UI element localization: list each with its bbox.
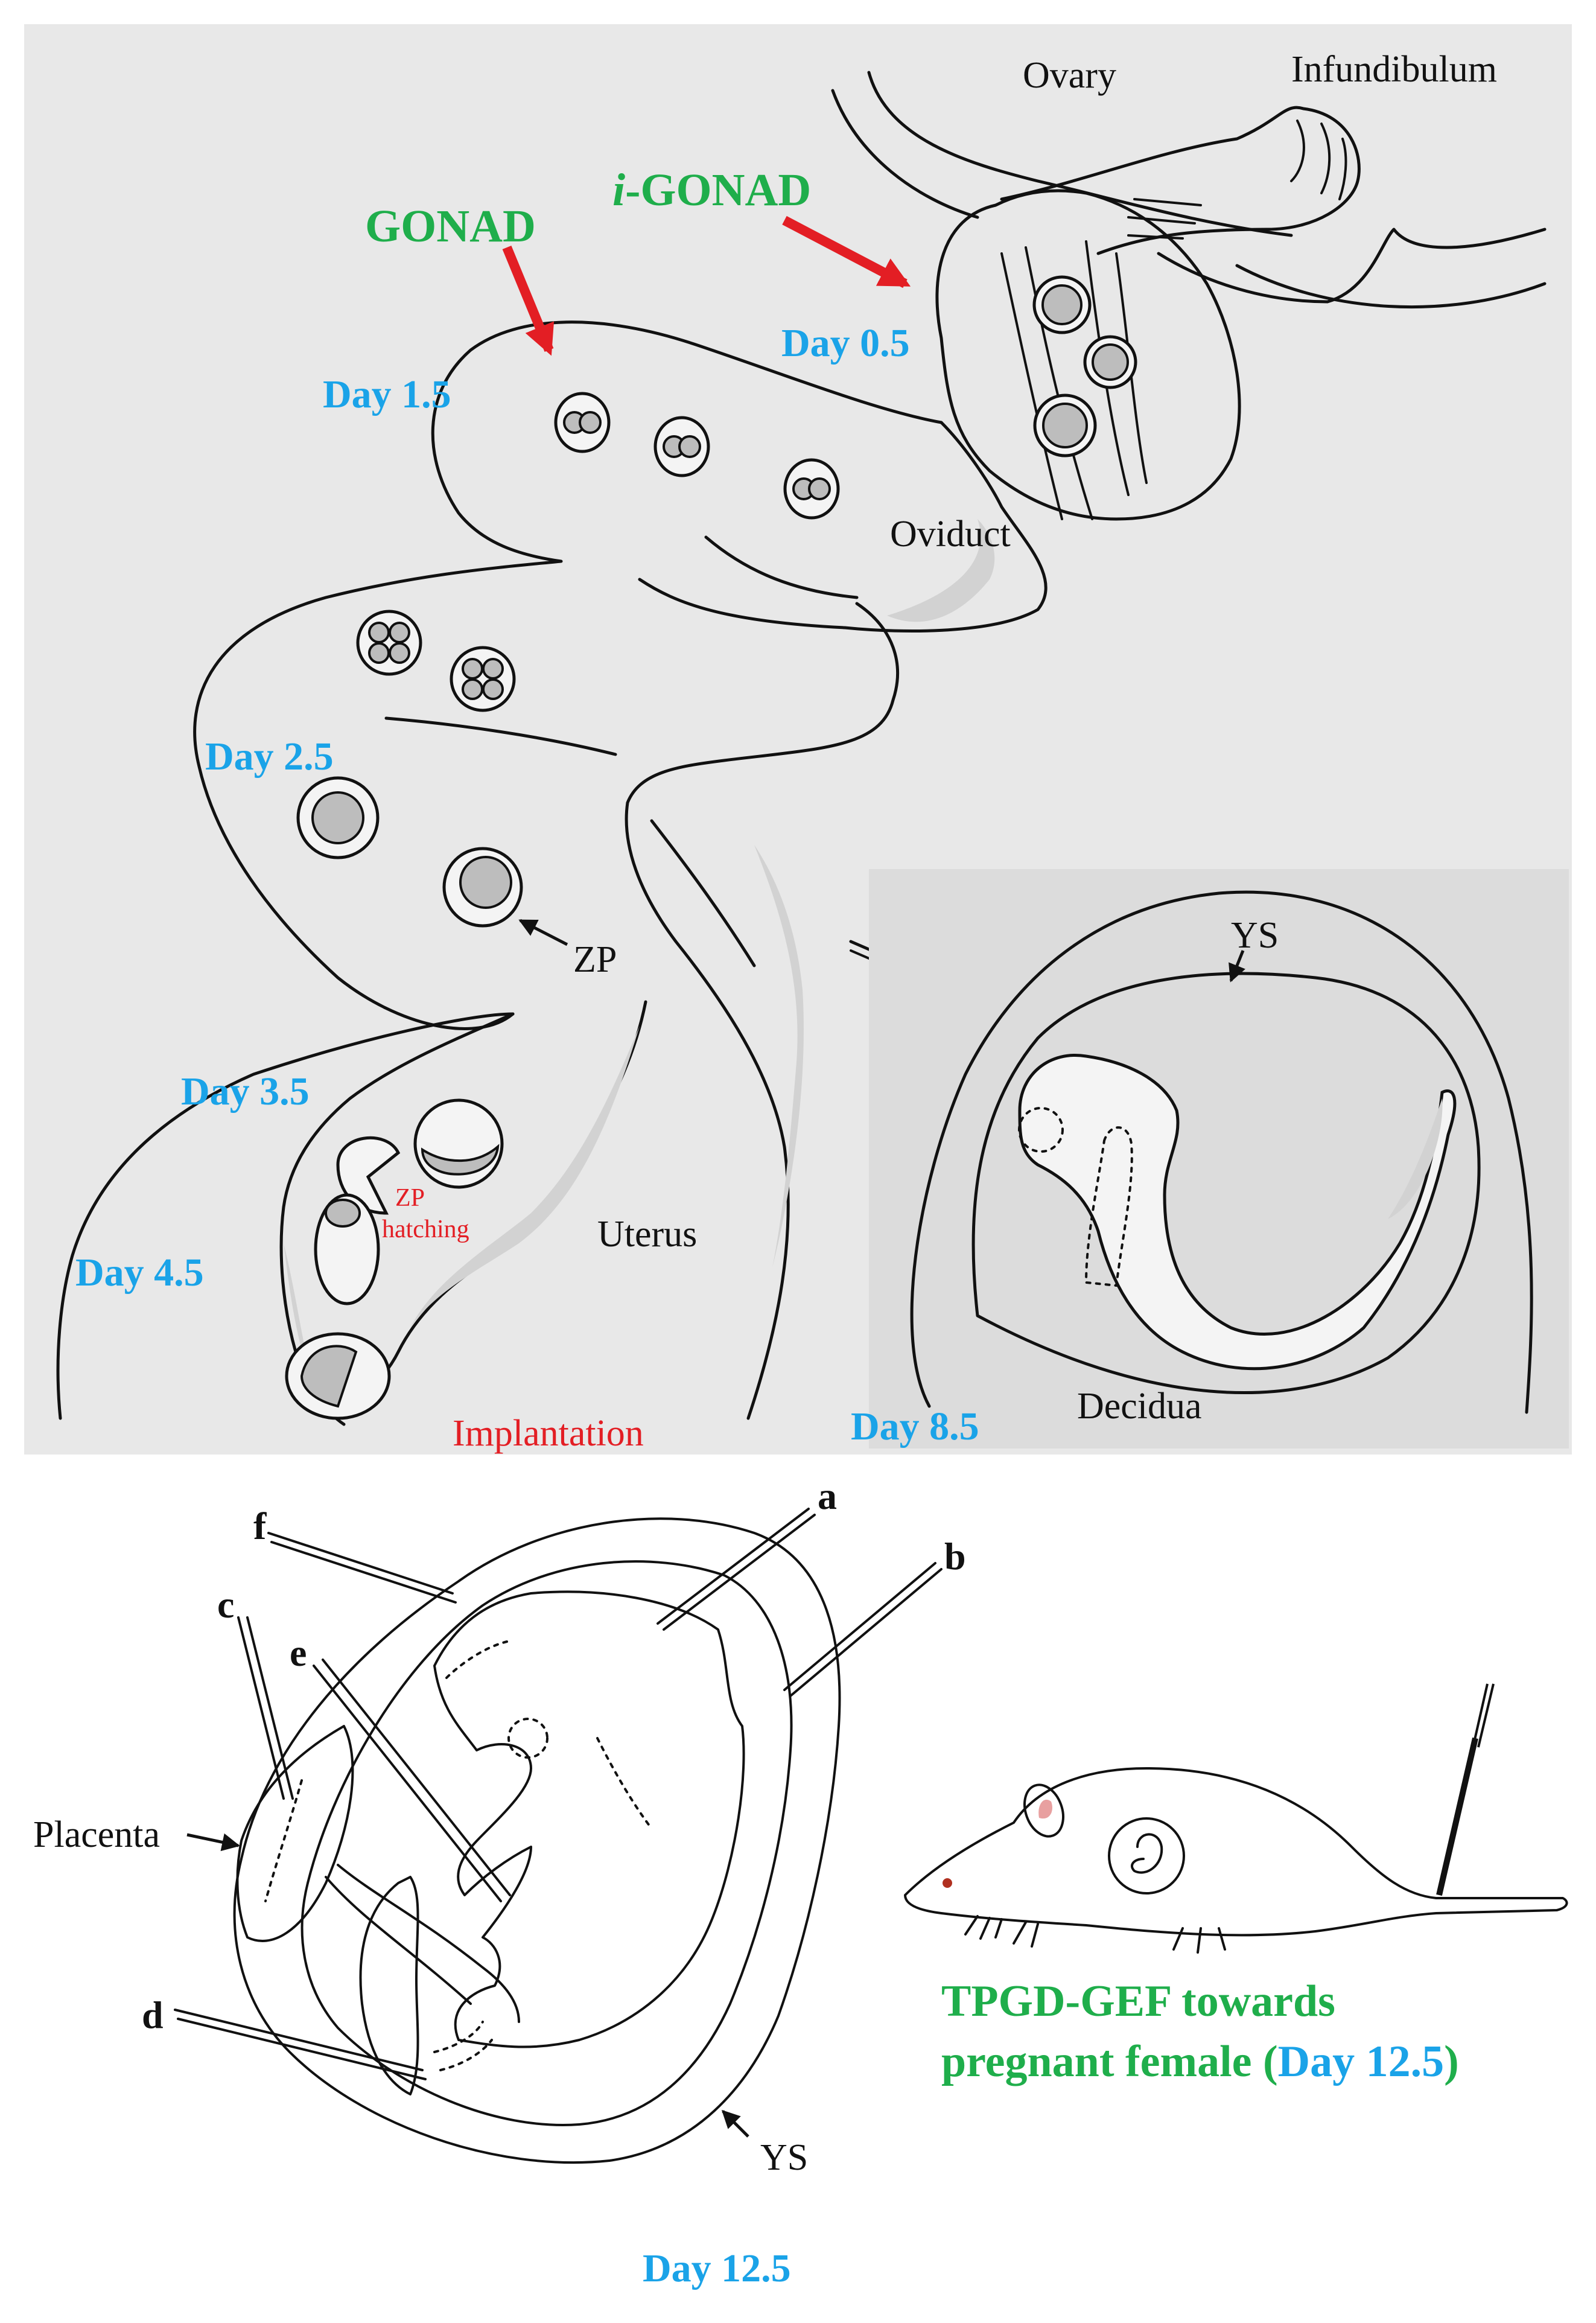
mouse-fetus [1131, 1833, 1163, 1874]
mouse-womb-circle [1108, 1817, 1185, 1894]
pointer-f-2 [270, 1541, 457, 1604]
needle [1436, 1737, 1478, 1896]
oviduct-coil [56, 320, 1048, 1426]
letter-e: e [290, 1631, 307, 1674]
yolk-sac-inner [300, 1560, 793, 2126]
caption-line2-prefix: pregnant female ( [941, 2037, 1278, 2086]
day-35-label: Day 3.5 [181, 1069, 310, 1114]
letter-b: b [944, 1535, 966, 1578]
embryo-body [433, 1590, 745, 2048]
day-85-label: Day 8.5 [851, 1404, 979, 1448]
inset-ys-arrow [1229, 950, 1245, 983]
embryo-dots-3 [433, 2021, 484, 2053]
day-25-label: Day 2.5 [205, 735, 334, 779]
mouse-drawing [904, 1683, 1568, 1954]
letter-f: f [253, 1505, 267, 1547]
mouse-ear-inner [1038, 1799, 1052, 1819]
letter-d: d [142, 1993, 164, 2036]
zp-label: ZP [573, 939, 617, 980]
embryo-dots-1 [445, 1640, 508, 1679]
placenta-shape [236, 1725, 354, 1942]
placenta-arrow [186, 1833, 240, 1852]
yolk-stalk [359, 1876, 419, 2095]
i-gonad-prefix: i [612, 165, 625, 215]
yolk-sac-outer [233, 1517, 841, 2164]
caption-line2-suffix: ) [1444, 2037, 1459, 2086]
day-45-label: Day 4.5 [75, 1251, 204, 1295]
placenta-dots [264, 1779, 303, 1902]
placenta-label: Placenta [33, 1814, 160, 1855]
uterus-label: Uterus [597, 1214, 697, 1255]
pointer-d-2 [177, 2018, 427, 2080]
i-gonad-arrow [782, 215, 911, 288]
decidua-label: Decidua [1077, 1386, 1202, 1427]
embryo-day05 [1032, 275, 1137, 457]
pointer-e-2 [322, 1659, 511, 1896]
ovary-label: Ovary [1023, 55, 1116, 96]
bottom-panel: a b c d e f Placenta YS Day 12.5 TPGD-GE… [33, 1474, 1568, 2290]
mouse-eye [943, 1878, 952, 1888]
mouse-ear [1023, 1783, 1064, 1838]
embryo-day25 [296, 610, 523, 928]
day-125-label: Day 12.5 [643, 2246, 791, 2290]
caption-line1: TPGD-GEF towards [941, 1977, 1335, 2026]
pointer-b [783, 1562, 936, 1691]
zp-hatching-label-1: ZP [395, 1184, 425, 1212]
cord-2 [325, 1876, 472, 2005]
zp-arrow [518, 919, 568, 946]
cord-1 [337, 1864, 520, 2023]
pointer-a [657, 1508, 810, 1625]
pointer-a-2 [663, 1514, 816, 1631]
infundibulum-sketch [1000, 106, 1361, 255]
pointer-e [313, 1665, 502, 1902]
oviduct-label: Oviduct [890, 514, 1011, 555]
needle-tip [1471, 1683, 1489, 1751]
inset-ys-label: YS [1231, 915, 1279, 956]
i-gonad-label: i-GONAD [612, 165, 811, 215]
caption-line2: pregnant female (Day 12.5) [941, 2037, 1459, 2086]
needle-tip-2 [1477, 1683, 1495, 1748]
pointer-c-2 [246, 1616, 294, 1800]
caption-line2-day: Day 12.5 [1278, 2037, 1444, 2086]
implantation-label: Implantation [453, 1413, 644, 1454]
pointer-d [174, 2009, 424, 2071]
letter-c: c [217, 1583, 234, 1626]
zp-hatching-label-2: hatching [382, 1216, 469, 1243]
embryo-day15 [554, 392, 840, 520]
ovary-sketch [831, 71, 1547, 309]
bottom-ys-arrow [721, 2109, 749, 2138]
top-panel: Ovary Infundibulum Oviduct Uterus ZP ZP … [24, 24, 1572, 1455]
pointer-b-2 [789, 1568, 943, 1697]
embryo-eye-dots [507, 1718, 548, 1759]
pointer-c [237, 1616, 285, 1800]
embryo-dots-2 [596, 1737, 653, 1830]
pointer-f [267, 1532, 454, 1595]
bottom-ys-label: YS [760, 2137, 808, 2178]
letter-a: a [818, 1474, 837, 1517]
gonad-label: GONAD [365, 201, 536, 252]
embryo-day35-45 [285, 1098, 504, 1420]
gonad-arrow [502, 245, 555, 356]
inset-day85 [869, 869, 1569, 1448]
day-15-label: Day 1.5 [323, 372, 451, 416]
i-gonad-suffix: -GONAD [625, 165, 811, 215]
day-05-label: Day 0.5 [781, 321, 910, 365]
infundibulum-label: Infundibulum [1291, 49, 1497, 90]
